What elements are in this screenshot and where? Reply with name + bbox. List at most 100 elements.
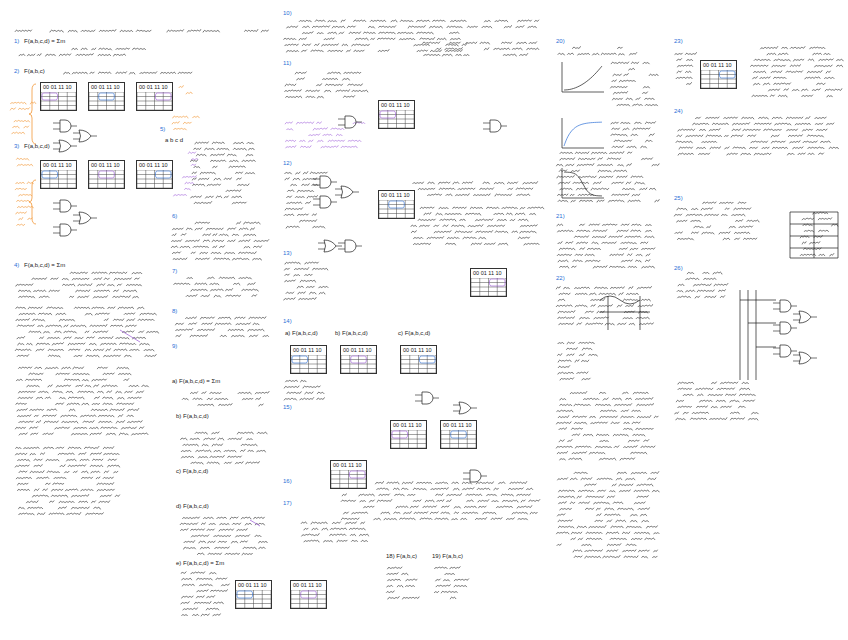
- ink-stroke: [627, 253, 632, 255]
- ink-stroke: [677, 238, 693, 240]
- ink-stroke: [685, 71, 691, 73]
- ink-stroke: [188, 322, 196, 324]
- ink-stroke: [359, 534, 368, 536]
- ink-stroke: [125, 391, 133, 394]
- ink-stroke: [577, 372, 589, 374]
- or-gate: [79, 130, 91, 142]
- ink-stroke: [487, 225, 504, 227]
- ink-stroke: [210, 283, 219, 285]
- ink-stroke: [64, 337, 72, 340]
- ink-stroke: [386, 591, 394, 593]
- ink-stroke: [772, 65, 786, 67]
- ink-stroke: [173, 116, 188, 118]
- wire: [313, 179, 320, 180]
- ink-stroke: [436, 584, 451, 587]
- ink-stroke: [798, 153, 806, 155]
- ink-stroke: [343, 512, 348, 515]
- ink-stroke: [309, 292, 316, 294]
- ink-stroke: [317, 122, 322, 124]
- ink-stroke: [115, 495, 120, 497]
- ink-stroke: [614, 403, 631, 406]
- ink-stroke: [447, 237, 459, 239]
- ink-stroke: [36, 349, 44, 352]
- wire: [335, 195, 342, 196]
- or-gate: [79, 212, 91, 224]
- ink-stroke: [677, 65, 692, 67]
- ink-stroke: [285, 274, 290, 276]
- ink-stroke: [787, 153, 794, 155]
- ink-stroke: [453, 207, 467, 209]
- ink-stroke: [484, 242, 495, 244]
- ink-stroke: [774, 83, 791, 85]
- ink-stroke: [58, 453, 74, 455]
- ink-stroke: [119, 433, 128, 435]
- ink-stroke: [43, 488, 48, 490]
- ink-stroke: [638, 507, 650, 509]
- map-grid: [379, 200, 414, 218]
- ink-stroke: [245, 523, 251, 525]
- ink-stroke: [423, 505, 437, 508]
- ink-stroke: [678, 129, 695, 132]
- ink-stroke: [573, 416, 587, 418]
- ink-stroke: [19, 513, 35, 515]
- ink-stroke: [44, 421, 58, 424]
- ink-stroke: [497, 219, 506, 221]
- ink-stroke: [183, 122, 191, 124]
- ink-stroke: [520, 224, 537, 227]
- ink-stroke: [285, 380, 297, 382]
- ink-stroke: [85, 385, 91, 387]
- note-text: 17): [283, 500, 292, 507]
- ink-stroke: [813, 53, 822, 55]
- ink-stroke: [496, 506, 512, 508]
- ink-stroke: [706, 117, 720, 119]
- ink-stroke: [93, 349, 104, 351]
- ink-stroke: [743, 238, 757, 240]
- ink-stroke: [631, 176, 643, 178]
- ink-stroke: [559, 170, 567, 172]
- ink-stroke: [296, 172, 301, 175]
- ink-stroke: [599, 392, 606, 394]
- ink-stroke: [583, 398, 599, 400]
- or-gate: [799, 352, 811, 364]
- ink-stroke: [620, 458, 635, 461]
- ink-stroke: [139, 426, 144, 429]
- ink-stroke: [285, 172, 292, 174]
- ink-stroke: [591, 304, 596, 307]
- ink-stroke: [80, 415, 96, 417]
- ink-stroke: [465, 213, 480, 215]
- ink-stroke: [129, 73, 135, 75]
- ink-stroke: [629, 68, 635, 70]
- ink-stroke: [698, 153, 710, 155]
- ink-stroke: [45, 54, 55, 56]
- ink-stroke: [285, 262, 300, 264]
- and-gate: [345, 116, 356, 128]
- ink-stroke: [171, 239, 181, 241]
- note-text: e) F(a,b,c,d) = Σm: [176, 560, 224, 567]
- ink-stroke: [428, 182, 435, 184]
- ink-stroke: [739, 394, 755, 396]
- ink-stroke: [336, 134, 342, 136]
- ink-stroke: [144, 350, 154, 352]
- ink-stroke: [15, 349, 31, 351]
- ink-stroke: [645, 230, 651, 232]
- ink-stroke: [635, 182, 645, 184]
- ink-stroke: [300, 380, 306, 382]
- ink-stroke: [585, 260, 600, 262]
- ink-stroke: [224, 177, 232, 179]
- ink-stroke: [420, 518, 432, 520]
- ink-stroke: [402, 481, 413, 484]
- ink-stroke: [566, 241, 573, 244]
- ink-stroke: [239, 277, 252, 279]
- ink-stroke: [17, 489, 29, 491]
- ink-stroke: [90, 452, 101, 455]
- ink-stroke: [107, 465, 119, 467]
- ink-line: [740, 290, 776, 380]
- ink-stroke: [124, 313, 135, 315]
- ink-stroke: [579, 200, 592, 202]
- ink-stroke: [10, 102, 26, 104]
- ink-stroke: [443, 580, 449, 582]
- ink-stroke: [147, 331, 159, 333]
- ink-stroke: [180, 246, 190, 248]
- ink-stroke: [286, 26, 297, 29]
- ink-stroke: [79, 501, 88, 503]
